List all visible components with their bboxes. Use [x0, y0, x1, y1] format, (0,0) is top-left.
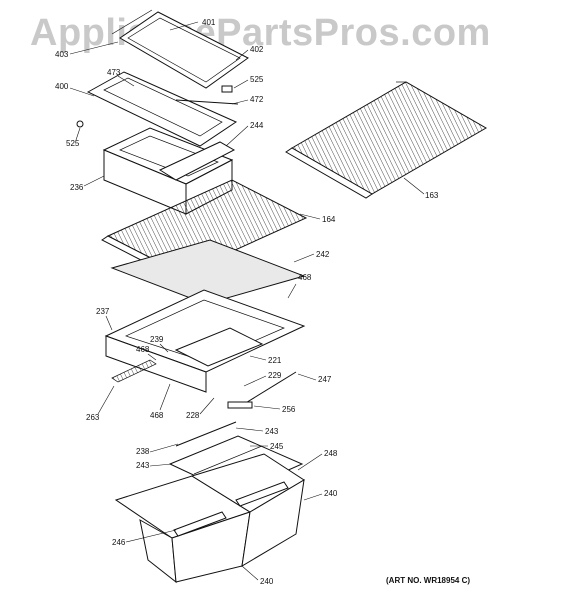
crisper-drawer-240-right: [190, 453, 305, 567]
callout: 164: [322, 215, 336, 224]
callout: 473: [107, 68, 121, 77]
callout: 400: [55, 82, 69, 91]
callout: 256: [282, 405, 296, 414]
callout: 242: [316, 250, 330, 259]
callout: 240: [260, 577, 274, 586]
wire-shelf-163: [285, 81, 488, 199]
slide-256: [227, 401, 253, 409]
site-watermark: AppliancePartsPros.com: [30, 12, 491, 54]
callout: 228: [186, 411, 200, 420]
crisper-handles-246: [173, 481, 289, 537]
bin-rail-238: [175, 421, 237, 447]
callout: 163: [425, 191, 439, 200]
callout-labels: 401 403 402 473 525 400 472 244 525 236 …: [55, 18, 439, 586]
callout: 246: [112, 538, 126, 547]
callout: 221: [268, 356, 282, 365]
shelf-frame-473: [86, 71, 238, 147]
cover-221: [174, 327, 264, 367]
callout: 229: [268, 371, 282, 380]
callout: 401: [202, 18, 216, 27]
callout: 236: [70, 183, 84, 192]
callout: 472: [250, 95, 264, 104]
callout: 525: [66, 139, 80, 148]
callout: 263: [86, 413, 100, 422]
callout: 525: [250, 75, 264, 84]
art-number: (ART NO. WR18954 C): [386, 576, 471, 585]
callout: 468: [136, 345, 150, 354]
top-glass-shelf-401: [111, 9, 249, 89]
callout: 239: [150, 335, 164, 344]
cover-244: [158, 141, 236, 181]
shelf-rail-472: [175, 85, 239, 105]
callout: 247: [318, 375, 332, 384]
callout: 403: [55, 50, 69, 59]
callout: 237: [96, 307, 110, 316]
callout: 245: [270, 442, 284, 451]
callout: 248: [324, 449, 338, 458]
callout: 243: [265, 427, 279, 436]
rail-263: [111, 359, 157, 383]
callout: 468: [298, 273, 312, 282]
callout: 240: [324, 489, 338, 498]
glass-242: [110, 239, 306, 305]
callout: 244: [250, 121, 264, 130]
callout: 243: [136, 461, 150, 470]
callout: 402: [250, 45, 264, 54]
callout: 238: [136, 447, 150, 456]
rod-247: [243, 371, 297, 405]
callout: 468: [150, 411, 164, 420]
screw-525-left: [76, 120, 84, 128]
